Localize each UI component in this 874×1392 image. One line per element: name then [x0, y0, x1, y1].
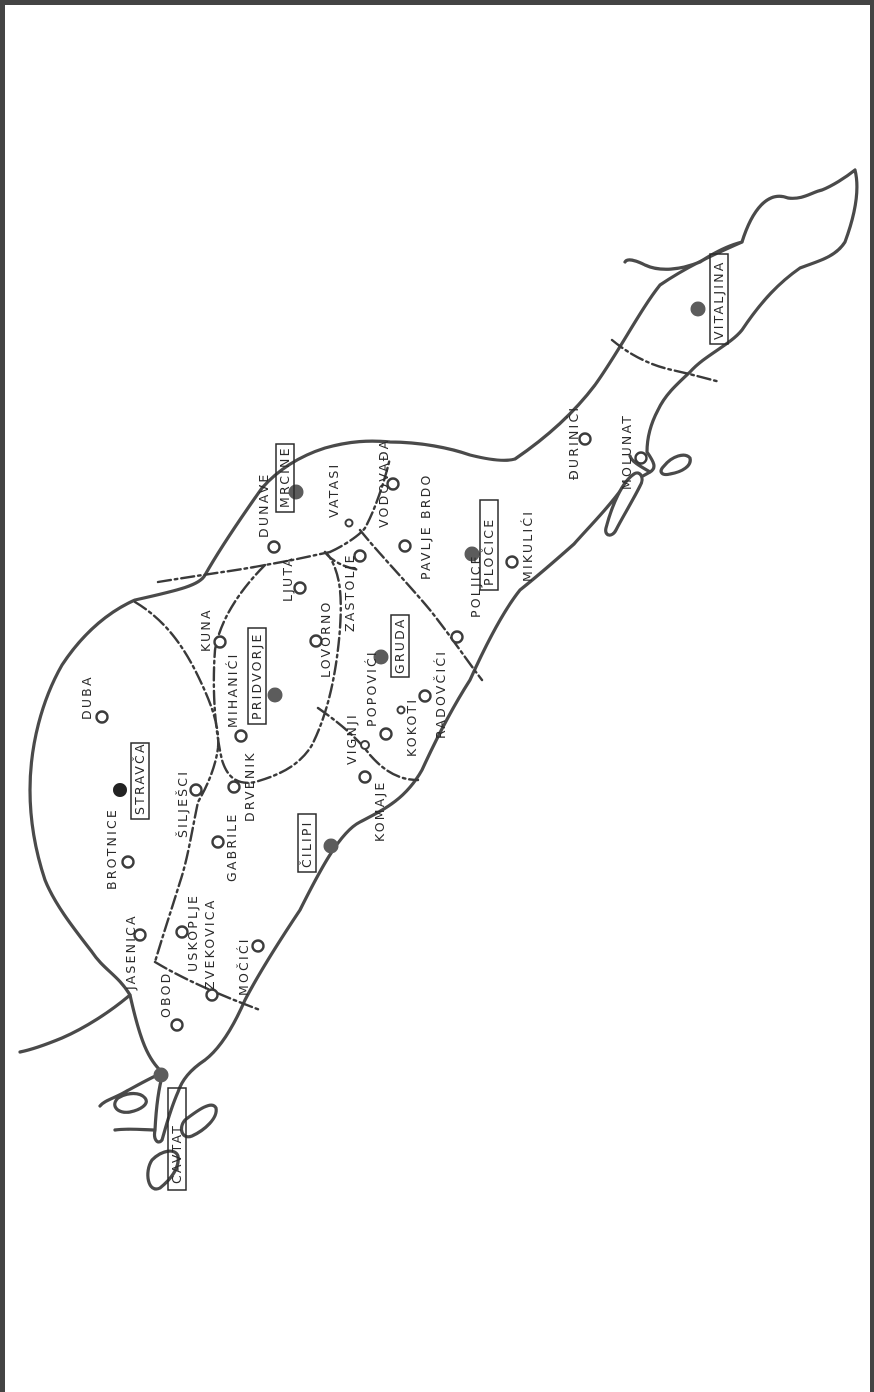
labels: CAVTAT OBOD JASENICA ZVEKOVICA USKOPLJE …: [79, 253, 729, 1191]
marker-cavtat: [153, 1067, 169, 1083]
marker-ljuta: [293, 581, 307, 595]
marker-uskoplje: [175, 925, 189, 939]
island-molunat-2: [659, 453, 692, 477]
marker-plocice: [464, 546, 480, 562]
label-popovici: POPOVIĆI: [364, 650, 379, 727]
marker-mocici: [251, 939, 265, 953]
label-brotnice: BROTNICE: [104, 808, 119, 890]
marker-vatasi: [344, 518, 354, 528]
marker-jasenica: [133, 928, 147, 942]
marker-stravca: [113, 783, 127, 797]
box-stravca: [130, 742, 150, 820]
island-cavtat-1: [113, 1091, 148, 1114]
marker-radovcici: [418, 689, 432, 703]
settlement-markers: [95, 301, 706, 1083]
label-mikulici: MIKULIĆI: [520, 510, 535, 582]
label-zvekovica: ZVEKOVICA: [202, 899, 217, 990]
box-cilipi: [297, 813, 317, 873]
label-gabrile: GABRILE: [224, 813, 239, 882]
marker-poljice: [450, 630, 464, 644]
cavtat-peninsula: [98, 1071, 164, 1132]
label-zastolje: ZASTOLJE: [342, 553, 357, 632]
island-molunat-1: [604, 471, 644, 537]
box-plocice: [479, 499, 499, 591]
label-stravca: STRAVČA: [132, 742, 147, 815]
box-pridvorje: [247, 627, 267, 725]
label-kokoti: KOKOTI: [404, 698, 419, 757]
marker-pavlje-brdo: [398, 539, 412, 553]
label-kuna: KUNA: [198, 608, 213, 652]
marker-gabrile: [211, 835, 225, 849]
label-vitaljina: VITALJINA: [711, 261, 726, 341]
marker-komaje: [358, 770, 372, 784]
label-vodovada: VODOVAĐA: [376, 439, 391, 528]
label-jasenica: JASENICA: [123, 914, 138, 991]
label-molunat: MOLUNAT: [619, 414, 634, 490]
marker-brotnice: [121, 855, 135, 869]
label-mihanici: MIHANIĆI: [225, 653, 240, 728]
label-mrcine: MRCINE: [277, 446, 292, 508]
marker-mihanici: [234, 729, 248, 743]
label-plocice: PLOČICE: [481, 518, 496, 586]
marker-zvekovica: [205, 988, 219, 1002]
marker-siljesci: [189, 783, 203, 797]
marker-gruda: [373, 649, 389, 665]
coastline-north-arm: [623, 240, 744, 271]
marker-mrcine: [288, 484, 304, 500]
label-vatasi: VATASI: [326, 463, 341, 518]
marker-kuna: [213, 635, 227, 649]
marker-lovorno: [309, 634, 323, 648]
label-pavlje-brdo: PAVLJE BRDO: [418, 474, 433, 581]
island-cavtat-2: [179, 1103, 218, 1139]
border-west: [18, 993, 132, 1054]
marker-vignji: [360, 740, 370, 750]
marker-duba: [95, 710, 109, 724]
boundaries: [133, 338, 722, 1012]
marker-vitaljina: [690, 301, 706, 317]
marker-dunave: [267, 540, 281, 554]
marker-zastolje: [353, 549, 367, 563]
coastline-stub: [628, 454, 652, 474]
box-mrcine: [275, 443, 295, 513]
marker-pridvorje: [267, 687, 283, 703]
marker-kokoti: [396, 705, 406, 715]
label-duba: DUBA: [79, 675, 94, 720]
marker-vodovada: [386, 477, 400, 491]
label-gruda: GRUDA: [392, 618, 407, 674]
box-gruda: [390, 614, 410, 678]
label-drvenik: DRVENIK: [242, 751, 257, 822]
label-cilipi: ČILIPI: [299, 821, 314, 869]
label-obod: OBOD: [158, 972, 173, 1018]
label-siljesci: ŠILJEŠCI: [175, 770, 190, 838]
marker-cilipi: [323, 838, 339, 854]
label-vignji: VIGNJI: [344, 713, 359, 765]
box-vitaljina: [709, 253, 729, 345]
label-lovorno: LOVORNO: [318, 600, 333, 678]
label-komaje: KOMAJE: [372, 781, 387, 842]
label-durinici: ĐURINIĆI: [566, 406, 581, 480]
label-pridvorje: PRIDVORJE: [249, 632, 264, 720]
label-ljuta: LJUTA: [280, 556, 295, 602]
marker-mikulici: [505, 555, 519, 569]
marker-popovici: [379, 727, 393, 741]
label-radovcici: RADOVČIĆI: [433, 650, 448, 739]
marker-durinici: [578, 432, 592, 446]
label-mocici: MOČIĆI: [236, 937, 251, 996]
label-cavtat: CAVTAT: [169, 1124, 184, 1184]
marker-molunat: [634, 451, 648, 465]
marker-obod: [170, 1018, 184, 1032]
marker-drvenik: [227, 780, 241, 794]
label-dunave: DUNAVE: [256, 472, 271, 538]
label-uskoplje: USKOPLJE: [185, 894, 200, 972]
box-cavtat: [167, 1087, 187, 1191]
